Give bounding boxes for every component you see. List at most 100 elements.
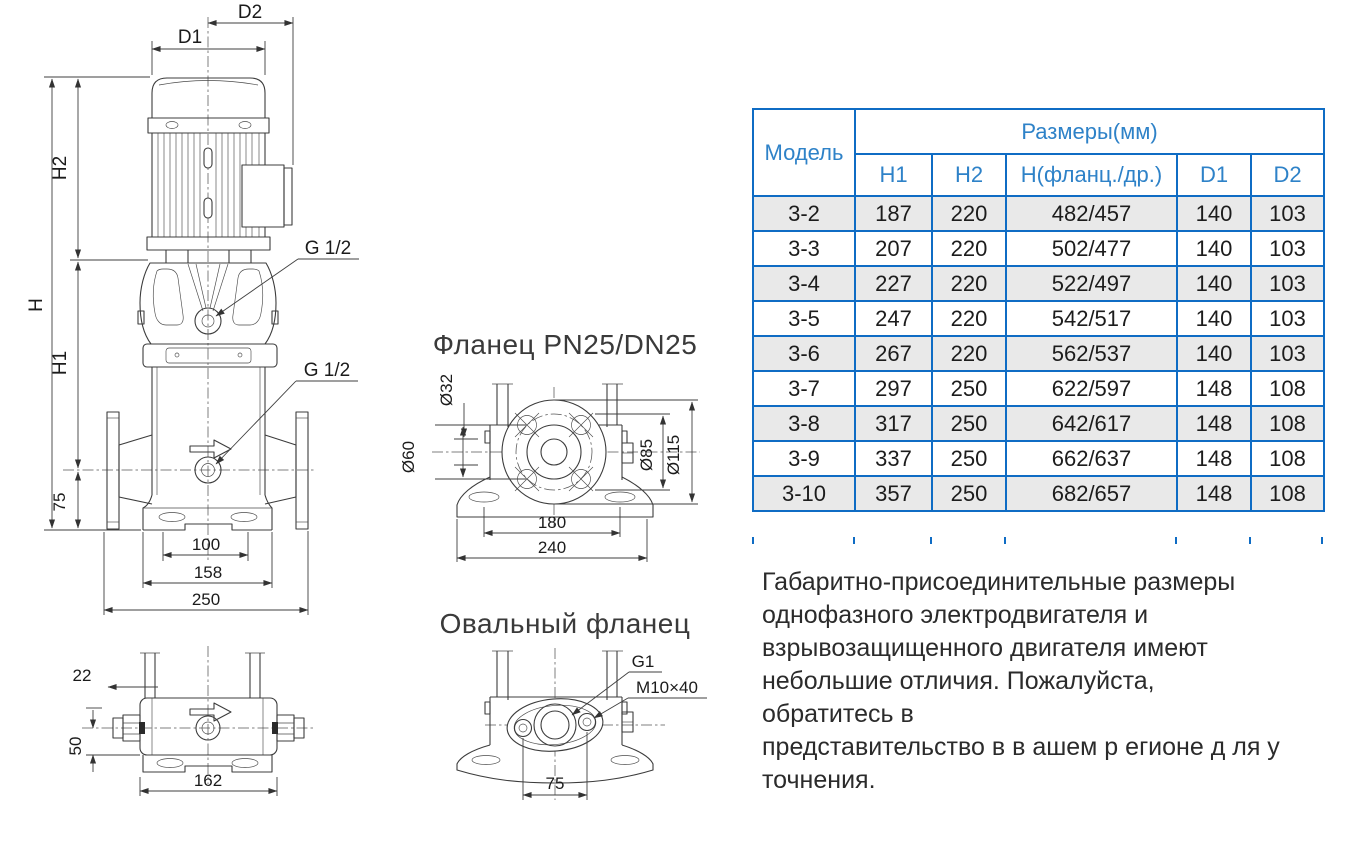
- dim-label-22: 22: [73, 666, 92, 685]
- cell-model: 3-6: [752, 335, 856, 372]
- cell-d1: 140: [1176, 335, 1252, 372]
- cell-model: 3-9: [752, 440, 856, 477]
- flange-view-title: Фланец PN25/DN25: [432, 329, 698, 360]
- body: [112, 652, 305, 773]
- cell-d2: 103: [1249, 300, 1326, 337]
- cell-d1: 140: [1176, 230, 1252, 267]
- dim-label-162: 162: [194, 771, 222, 790]
- table-row: 3-8 317 250 642/617 148 108: [752, 405, 1326, 442]
- dim-label-75: 75: [50, 493, 69, 512]
- table-row: 3-3 207 220 502/477 140 103: [752, 230, 1326, 267]
- dim-label-d85: Ø85: [637, 439, 656, 471]
- cell-model: 3-3: [752, 230, 856, 267]
- cell-h: 622/597: [1005, 370, 1178, 407]
- cell-d1: 148: [1176, 440, 1252, 477]
- cell-d2: 103: [1249, 195, 1326, 232]
- table-row: 3-9 337 250 662/637 148 108: [752, 440, 1326, 477]
- table-cutoff-ticks: [752, 537, 1323, 545]
- oval-flange-drawing: G1 M10×40 75: [456, 648, 707, 800]
- cell-h1: 317: [854, 405, 933, 442]
- table-col-h2: H2: [931, 153, 1007, 197]
- cell-h2: 250: [931, 370, 1007, 407]
- dim-label-h2: H2: [50, 156, 71, 180]
- table-row: 3-7 297 250 622/597 148 108: [752, 370, 1326, 407]
- flange-pn25-drawing: Ø32 Ø60 Ø85 Ø115 180 240: [399, 374, 700, 562]
- table-col-h1: H1: [854, 153, 933, 197]
- cell-model: 3-7: [752, 370, 856, 407]
- cell-d2: 108: [1249, 405, 1326, 442]
- cell-model: 3-8: [752, 405, 856, 442]
- pump-silhouette: [456, 650, 654, 784]
- dim-label-h: H: [26, 298, 47, 312]
- cell-h2: 250: [931, 440, 1007, 477]
- cell-h2: 250: [931, 475, 1007, 512]
- dim-label-240: 240: [538, 538, 566, 557]
- dim-label-180: 180: [538, 513, 566, 532]
- callout-g12-lower: G 1/2: [304, 360, 350, 381]
- cell-h: 522/497: [1005, 265, 1178, 302]
- cell-h1: 297: [854, 370, 933, 407]
- cell-d1: 148: [1176, 475, 1252, 512]
- cell-h: 642/617: [1005, 405, 1178, 442]
- table-col-d2: D2: [1249, 153, 1326, 197]
- cell-h1: 207: [854, 230, 933, 267]
- cell-h2: 220: [931, 230, 1007, 267]
- dim-label-d2: D2: [238, 2, 262, 23]
- table-row: 3-10 357 250 682/657 148 108: [752, 475, 1326, 512]
- terminal-box: [241, 164, 285, 228]
- flow-arrow: [189, 439, 232, 459]
- callout-m10x40: M10×40: [636, 678, 698, 697]
- table-row: 3-5 247 220 542/517 140 103: [752, 300, 1326, 337]
- dim-label-h1: H1: [50, 351, 71, 375]
- dim-label-d1: D1: [178, 27, 202, 48]
- table-row: 3-6 267 220 562/537 140 103: [752, 335, 1326, 372]
- cell-h2: 220: [931, 335, 1007, 372]
- cell-h: 502/477: [1005, 230, 1178, 267]
- cell-model: 3-2: [752, 195, 856, 232]
- dimensions: Ø32 Ø60 Ø85 Ø115 180 240: [399, 374, 698, 562]
- pump-body: [106, 367, 309, 531]
- cell-model: 3-4: [752, 265, 856, 302]
- dim-label-250: 250: [192, 590, 220, 609]
- cell-d2: 103: [1249, 230, 1326, 267]
- cell-h: 662/637: [1005, 440, 1178, 477]
- dim-label-100: 100: [192, 535, 220, 554]
- dim-label-d60: Ø60: [399, 441, 418, 473]
- centerlines: [63, 17, 315, 560]
- pump-head: [137, 262, 279, 368]
- cell-h2: 220: [931, 300, 1007, 337]
- cell-h2: 220: [931, 195, 1007, 232]
- cell-h: 562/537: [1005, 335, 1178, 372]
- bolt-holes: [514, 412, 594, 492]
- table-row: 3-4 227 220 522/497 140 103: [752, 265, 1326, 302]
- dimensions-table: Модель Размеры(мм) H1 H2 Н(фланц./др.) D…: [752, 108, 1326, 512]
- dimensions: 22 50 162: [66, 666, 278, 796]
- cell-d1: 140: [1176, 300, 1252, 337]
- cell-d1: 148: [1176, 370, 1252, 407]
- table-col-h: Н(фланц./др.): [1005, 153, 1178, 197]
- cell-d2: 103: [1249, 265, 1326, 302]
- dim-label-d115: Ø115: [664, 435, 683, 475]
- cell-h1: 357: [854, 475, 933, 512]
- cell-h1: 337: [854, 440, 933, 477]
- dim-label-50: 50: [66, 737, 85, 756]
- cell-d2: 108: [1249, 370, 1326, 407]
- oval-flange-title: Овальный фланец: [439, 608, 691, 639]
- oval-flange-face: [506, 698, 604, 752]
- cell-model: 3-5: [752, 300, 856, 337]
- cell-h1: 187: [854, 195, 933, 232]
- motor: [146, 77, 293, 264]
- cell-d2: 108: [1249, 475, 1326, 512]
- cell-h1: 227: [854, 265, 933, 302]
- pump-front-view-drawing: D2 D1 H H2 H1 75 100 158: [26, 2, 359, 615]
- cell-h1: 267: [854, 335, 933, 372]
- cell-d1: 140: [1176, 265, 1252, 302]
- callout-g12-upper: G 1/2: [305, 238, 351, 259]
- dim-label-158: 158: [194, 563, 222, 582]
- cell-h: 482/457: [1005, 195, 1178, 232]
- dimensions: G1 M10×40 75: [522, 652, 707, 800]
- cell-h2: 220: [931, 265, 1007, 302]
- flow-arrow: [189, 702, 232, 722]
- pump-bottom-view-drawing: 22 50 162: [66, 646, 314, 796]
